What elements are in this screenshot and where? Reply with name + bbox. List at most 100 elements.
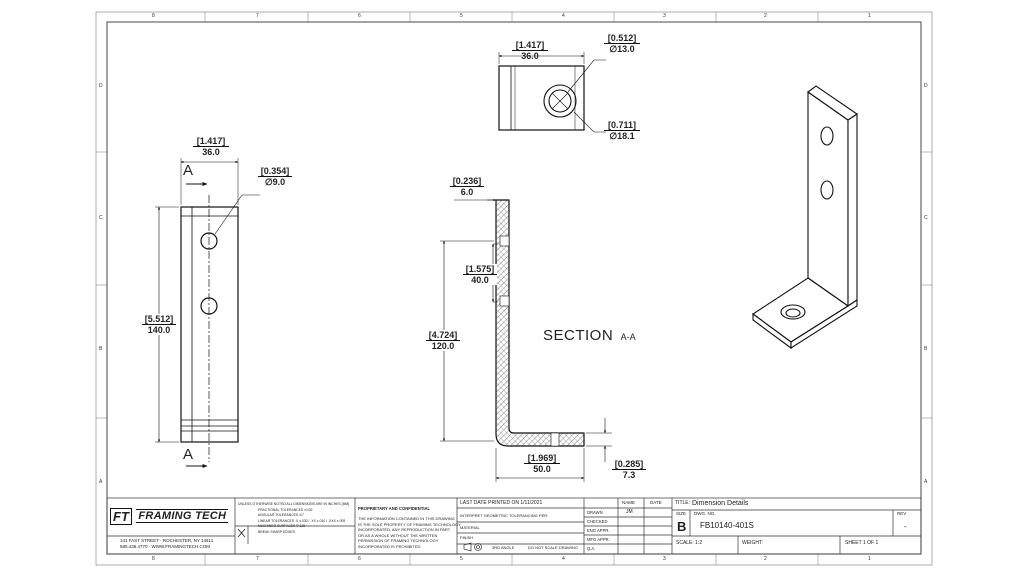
- section-lip-mm: 7.3: [612, 469, 646, 480]
- section-label: SECTION: [543, 327, 614, 344]
- front-width-mm: 36.0: [193, 146, 229, 157]
- ft-mark-icon: FT: [110, 508, 132, 525]
- zone-col-label: 3: [663, 13, 666, 19]
- tolerance-row: BREAK SHARP EDGES: [258, 529, 295, 534]
- front-view: [155, 158, 260, 468]
- dwg-no-value: FB10140-401S: [700, 521, 754, 530]
- zone-row-label: B: [99, 346, 103, 352]
- top-hole-mm: ∅13.0: [604, 43, 640, 54]
- tolerance-row: ANGULAR TOLERANCES ±1°: [258, 513, 305, 517]
- last-printed: LAST DATE PRINTED ON 1/11/2021: [460, 500, 543, 506]
- section-base-mm: 50.0: [524, 463, 560, 474]
- section-mark-bottom: A: [183, 446, 194, 463]
- proprietary-line: INCORPORATED IS PROHIBITED.: [358, 543, 422, 549]
- section-height-inch: [4.724]: [428, 330, 458, 340]
- address-line-1: 141 FAST STREET · ROCHESTER, NY 14611: [120, 538, 214, 543]
- front-height-inch: [5.512]: [144, 314, 174, 324]
- zone-col-label: 1: [868, 556, 871, 562]
- scale-label: SCALE: 1:2: [676, 540, 703, 546]
- section-mark-top: A: [183, 162, 194, 179]
- zone-col-label: 7: [256, 13, 259, 19]
- zone-row-label: A: [924, 479, 928, 485]
- logo-text: FRAMING TECH: [136, 509, 229, 523]
- outer-border: [95, 11, 933, 566]
- title-block-frame: [106, 497, 922, 555]
- drawn-by: JM: [626, 509, 633, 515]
- zone-col-label: 8: [152, 13, 155, 19]
- finish-label: FINISH: [460, 535, 474, 540]
- proprietary-text: THE INFORMATION CONTAINED IN THIS DRAWIN…: [358, 516, 461, 549]
- third-angle-label: 3RD ANGLE: [492, 545, 515, 550]
- weight-label: WEIGHT:: [742, 540, 763, 546]
- front-width-inch: [1.417]: [196, 136, 226, 146]
- interpret-tolerancing: INTERPRET GEOMETRIC TOLERANCING PER:: [460, 513, 549, 518]
- qa-label: Q.A.: [587, 546, 596, 551]
- mfg-appr-label: MFG APPR.: [587, 537, 610, 542]
- section-height-mm: 120.0: [426, 340, 460, 351]
- zone-col-label: 4: [562, 556, 565, 562]
- size-label: SIZE: [676, 511, 687, 516]
- zone-col-label: 7: [256, 556, 259, 562]
- proprietary-line: THE INFORMATION CONTAINED IN THIS DRAWIN…: [358, 516, 455, 521]
- zone-col-label: 1: [868, 13, 871, 19]
- top-cbore-inch: [0.711]: [607, 120, 637, 130]
- tolerance-notes: UNLESS OTHERWISE NOTED ALL DIMENSIONS AR…: [238, 502, 349, 535]
- rev-label: REV: [897, 511, 907, 516]
- top-hole-inch: [0.512]: [607, 33, 637, 43]
- zone-row-label: D: [99, 83, 103, 89]
- address-line-2: 585.436.4770 · WWW.FRAMINGTECH.COM: [120, 544, 211, 549]
- top-width-inch: [1.417]: [515, 40, 545, 50]
- zone-row-label: C: [99, 215, 103, 221]
- section-lip-inch: [0.285]: [614, 459, 644, 469]
- front-hole-mm: ∅9.0: [258, 176, 292, 187]
- section-thickness-mm: 6.0: [450, 186, 484, 197]
- zone-col-label: 8: [152, 556, 155, 562]
- proprietary-line: OR AS A WHOLE WITHOUT THE WRITTEN: [358, 532, 438, 538]
- zone-col-label: 2: [764, 13, 767, 19]
- section-thickness-inch: [0.236]: [452, 176, 482, 186]
- tolerance-x-mark: [237, 528, 246, 538]
- rev-value: -: [904, 522, 907, 531]
- section-slot-mm: 40.0: [463, 274, 497, 285]
- name-header: NAME: [622, 500, 636, 505]
- zone-col-label: 6: [358, 13, 361, 19]
- section-view: [440, 198, 612, 482]
- zone-row-label: C: [924, 215, 928, 221]
- checked-label: CHECKED: [587, 519, 608, 524]
- size-value: B: [677, 519, 687, 534]
- tolerance-row: MACHINED SURFACES ∇ 125: [258, 524, 306, 528]
- zone-ticks: [96, 12, 932, 565]
- date-header: DATE: [650, 500, 662, 505]
- proprietary-line: IS THE SOLE PROPERTY OF FRAMING TECHNOLO…: [358, 521, 461, 527]
- zone-col-label: 6: [358, 556, 361, 562]
- title-label: TITLE:: [675, 500, 691, 506]
- zone-row-label: B: [924, 346, 928, 352]
- dwg-no-label: DWG. NO.: [694, 511, 716, 516]
- top-cbore-mm: ∅18.1: [604, 130, 640, 141]
- no-scale-note: DO NOT SCALE DRAWING: [528, 545, 579, 550]
- eng-appr-label: ENG APPR.: [587, 528, 610, 533]
- material-label: MATERIAL: [460, 525, 480, 530]
- top-width-mm: 36.0: [512, 50, 548, 61]
- proprietary-line: PERMISSION OF FRAMING TECHNOLOGY: [358, 538, 439, 543]
- drawing-title: Dimension Details: [692, 500, 749, 507]
- front-height-mm: 140.0: [142, 324, 176, 335]
- zone-col-label: 2: [764, 556, 767, 562]
- drawn-label: DRAWN: [587, 510, 603, 515]
- zone-col-label: 5: [460, 556, 463, 562]
- section-label-suffix: A-A: [620, 332, 636, 342]
- proprietary-heading: PROPRIETARY AND CONFIDENTIAL: [358, 506, 431, 511]
- tolerance-row: UNLESS OTHERWISE NOTED ALL DIMENSIONS AR…: [238, 502, 350, 506]
- zone-col-label: 5: [460, 13, 463, 19]
- sheet-label: SHEET 1 OF 1: [845, 540, 879, 546]
- top-view: [498, 52, 606, 133]
- isometric-view: [752, 85, 858, 350]
- zone-row-label: A: [99, 479, 103, 485]
- front-hole-inch: [0.354]: [260, 166, 290, 176]
- zone-col-label: 4: [562, 13, 565, 19]
- third-angle-projection-icon: [463, 542, 482, 552]
- tolerance-row: LINEAR TOLERANCES .X ±.030 / .XX ±.010 /…: [258, 518, 346, 523]
- section-base-inch: [1.969]: [527, 453, 557, 463]
- section-slot-inch: [1.575]: [465, 264, 495, 274]
